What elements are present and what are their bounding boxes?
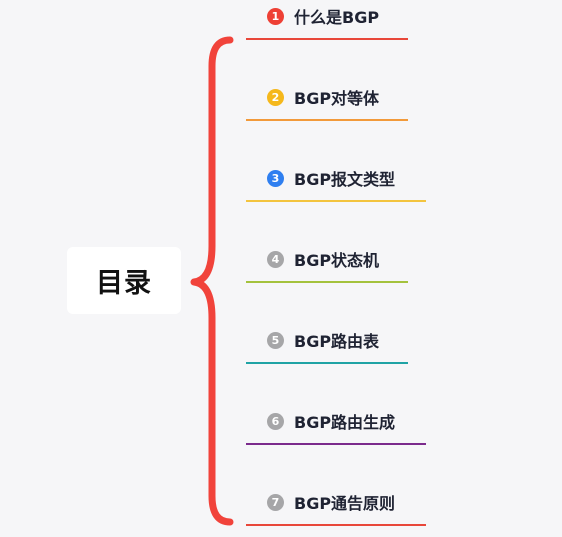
root-node[interactable]: 目录 [67,247,181,314]
item-underline [246,119,408,121]
toc-item-label: BGP对等体 [294,89,380,108]
toc-item-3[interactable]: 3 BGP报文类型 [246,164,426,204]
root-label: 目录 [96,268,152,299]
number-badge-icon: 1 [267,7,284,25]
toc-item-label: BGP通告原则 [294,494,396,513]
curly-brace-connector [190,36,234,526]
toc-item-label: BGP路由生成 [294,413,396,432]
number-badge-icon: 3 [267,169,284,187]
item-underline [246,362,408,364]
number-badge-icon: 7 [267,493,284,511]
item-underline [246,281,408,283]
item-underline [246,443,426,445]
number-badge-icon: 5 [267,331,284,349]
toc-item-row: 6 BGP路由生成 [267,407,395,435]
toc-item-7[interactable]: 7 BGP通告原则 [246,488,426,528]
toc-item-row: 4 BGP状态机 [267,245,379,273]
brace-path [190,36,234,526]
toc-item-6[interactable]: 6 BGP路由生成 [246,407,426,447]
item-underline [246,38,408,40]
toc-item-row: 2 BGP对等体 [267,83,379,111]
item-underline [246,524,426,526]
toc-item-label: BGP报文类型 [294,170,396,189]
item-underline [246,200,426,202]
toc-item-label: 什么是BGP [294,8,380,27]
toc-item-1[interactable]: 1 什么是BGP [246,2,408,42]
toc-item-row: 3 BGP报文类型 [267,164,395,192]
number-badge-icon: 6 [267,412,284,430]
toc-item-label: BGP状态机 [294,251,380,270]
number-badge-icon: 4 [267,250,284,268]
number-badge-icon: 2 [267,88,284,106]
toc-item-2[interactable]: 2 BGP对等体 [246,83,408,123]
toc-item-4[interactable]: 4 BGP状态机 [246,245,408,285]
toc-item-row: 1 什么是BGP [267,2,379,30]
toc-item-label: BGP路由表 [294,332,380,351]
toc-item-row: 5 BGP路由表 [267,326,379,354]
toc-item-row: 7 BGP通告原则 [267,488,395,516]
toc-item-5[interactable]: 5 BGP路由表 [246,326,408,366]
